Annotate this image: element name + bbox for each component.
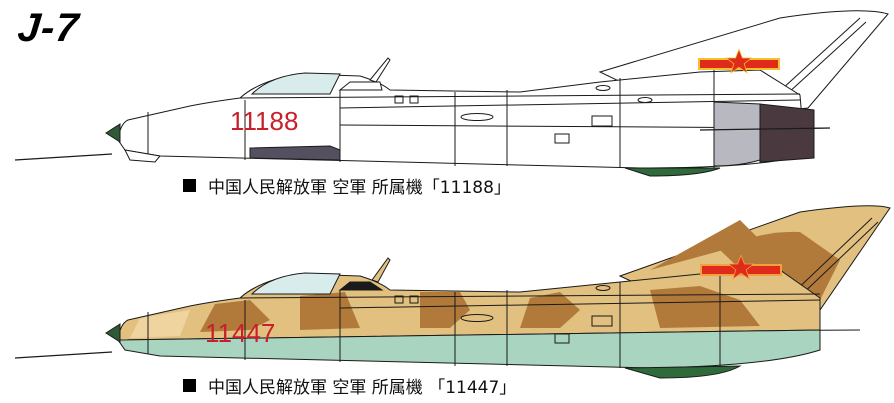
bullet-square-icon: [183, 379, 196, 392]
bullet-square-icon: [183, 179, 196, 192]
caption-aircraft-2: 中国人民解放軍 空軍 所属機 「11447」: [183, 373, 516, 398]
serial-number-1: 11188: [230, 106, 298, 136]
serial-number-2: 11447: [205, 318, 275, 348]
aircraft-profile-11188: [14, 10, 889, 177]
insignia-bar-star-1: [698, 48, 780, 74]
caption-text: 中国人民解放軍 空軍 所属機「11188」: [208, 178, 511, 198]
aircraft-profile-11447: [14, 205, 891, 379]
caption-text: 中国人民解放軍 空軍 所属機 「11447」: [208, 378, 517, 398]
insignia-bar-star-2: [700, 254, 782, 280]
caption-aircraft-1: 中国人民解放軍 空軍 所属機「11188」: [183, 173, 511, 198]
